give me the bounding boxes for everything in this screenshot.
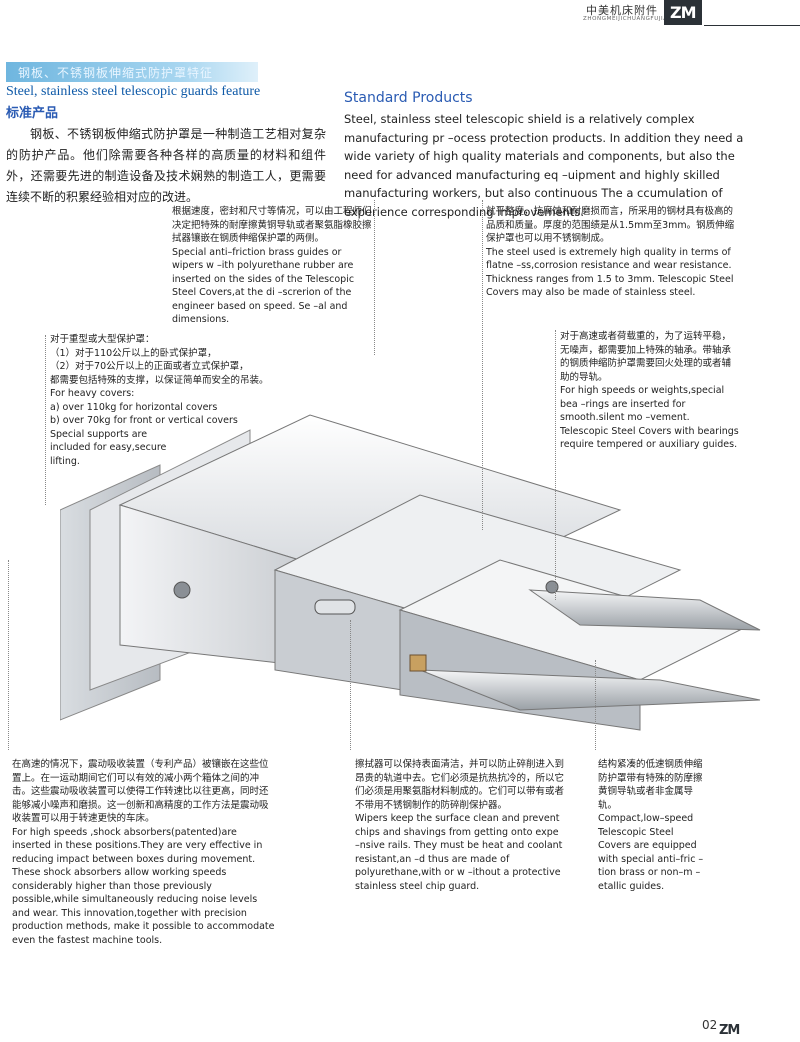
guide-plate: [409, 654, 427, 672]
header-rule: [704, 25, 800, 26]
callout-text-cn: 对于高速或者荷载重的，为了运转平稳，无噪声，都需要加上特殊的轴承。带轴承的钢质伸…: [560, 331, 732, 383]
callout-shock-absorbers: 在高速的情况下，震动吸收装置（专利产品）被镶嵌在这些位置上。在一运动期间它们可以…: [12, 758, 277, 947]
leader-line: [8, 560, 9, 750]
callout-text-cn: 在高速的情况下，震动吸收装置（专利产品）被镶嵌在这些位置上。在一运动期间它们可以…: [12, 759, 269, 824]
callout-text-cn: （2）对于70公斤以上的正面或者立式保护罩，: [50, 361, 249, 372]
callout-text-en: For high speeds ,shock absorbers(patente…: [12, 826, 275, 946]
wiper: [314, 599, 356, 615]
page-number: 02: [702, 1018, 718, 1032]
callout-text-cn: 对于重型或大型保护罩：: [50, 334, 155, 345]
leader-line: [374, 200, 375, 355]
callout-text-cn: 就平整度，抗腐蚀和耐磨损而言，所采用的钢材具有极高的品质和质量。厚度的范围绩是从…: [486, 206, 735, 244]
callout-text-cn: 根据速度，密封和尺寸等情况，可以由工程师们决定把特殊的耐摩擦黄铜导轨或者聚氨脂橡…: [172, 206, 372, 244]
company-name-en: ZHONGMEIJICHUANGFUJIAN: [583, 16, 673, 22]
bearing: [545, 580, 559, 594]
callout-text-cn: （1）对于110公斤以上的卧式保护罩，: [50, 347, 217, 359]
callout-text-en: Special supports are included for easy,s…: [50, 428, 167, 467]
section-banner: 钢板、不锈钢板伸缩式防护罩特征: [6, 62, 258, 82]
brand-logo-text: ZM: [670, 3, 697, 22]
guide-rail-lower: [419, 669, 761, 711]
callout-text-en: Special anti–friction brass guides or wi…: [172, 246, 355, 326]
intro-paragraph-en: Steel, stainless steel telescopic shield…: [344, 112, 744, 219]
callout-heavy-covers: 对于重型或大型保护罩： （1）对于110公斤以上的卧式保护罩， （2）对于70公…: [50, 333, 275, 468]
footer-logo: ZM: [719, 1019, 740, 1038]
callout-text-cn: 都需要包括特殊的支撑，以保证简单而安全的吊装。: [50, 374, 269, 386]
callout-text-en: The steel used is extremely high quality…: [486, 246, 734, 299]
brand-logo: ZM: [664, 0, 702, 25]
callout-wipers-top: 根据速度，密封和尺寸等情况，可以由工程师们决定把特殊的耐摩擦黄铜导轨或者聚氨脂橡…: [172, 205, 372, 327]
callout-bearings: 对于高速或者荷载重的，为了运转平稳，无噪声，都需要加上特殊的轴承。带轴承的钢质伸…: [560, 330, 740, 452]
leader-line: [595, 660, 596, 750]
leader-line: [45, 335, 46, 505]
callout-wipers-bottom: 擦拭器可以保持表面清洁，并可以防止碎削进入到昂贵的轨道中去。它们必须是抗热抗冷的…: [355, 758, 565, 893]
callout-text-en: a) over 110kg for horizontal covers: [50, 401, 218, 413]
callout-low-speed: 结构紧凑的低速钢质伸缩防护罩带有特殊的防摩擦黄铜导轨或者非金属导轨。 Compa…: [598, 758, 708, 893]
callout-steel-quality: 就平整度，抗腐蚀和耐磨损而言，所采用的钢材具有极高的品质和质量。厚度的范围绩是从…: [486, 205, 736, 300]
section-banner-text: 钢板、不锈钢板伸缩式防护罩特征: [18, 66, 214, 80]
guide-rail-upper: [528, 589, 761, 631]
callout-text-cn: 结构紧凑的低速钢质伸缩防护罩带有特殊的防摩擦黄铜导轨或者非金属导轨。: [598, 759, 703, 811]
leader-line: [482, 200, 483, 530]
standard-products-heading: Standard Products: [344, 90, 473, 106]
callout-text-cn: 擦拭器可以保持表面清洁，并可以防止碎削进入到昂贵的轨道中去。它们必须是抗热抗冷的…: [355, 759, 565, 811]
callout-text-en: For heavy covers:: [50, 388, 135, 399]
section-subtitle-cn: 标准产品: [6, 106, 59, 121]
callout-text-en: b) over 70kg for front or vertical cover…: [50, 415, 238, 426]
company-name-cn: 中美机床附件: [586, 4, 658, 17]
callout-text-en: For high speeds or weights,special bea –…: [560, 385, 739, 450]
leader-line: [555, 330, 556, 600]
telescopic-cover-illustration: [60, 414, 761, 731]
leader-line: [350, 620, 351, 750]
section-title-en: Steel, stainless steel telescopic guards…: [6, 84, 261, 99]
callout-text-en: Wipers keep the surface clean and preven…: [355, 813, 563, 892]
callout-text-en: Compact,low–speed Telescopic Steel Cover…: [598, 813, 704, 892]
intro-paragraph-cn: 钢板、不锈钢板伸缩式防护罩是一种制造工艺相对复杂的防护产品。他们除需要各种各样的…: [6, 127, 326, 204]
bolt: [173, 581, 191, 599]
footer-logo-text: ZM: [719, 1023, 740, 1038]
